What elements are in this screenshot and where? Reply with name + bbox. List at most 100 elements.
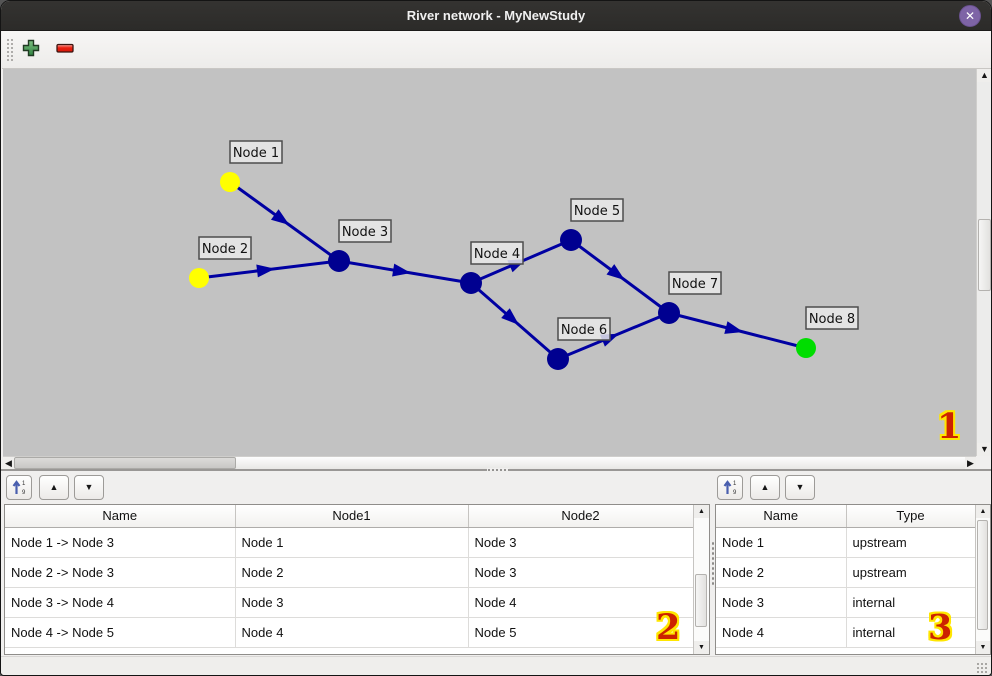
down-triangle-icon: ▼ (795, 482, 805, 492)
table-cell[interactable]: internal (846, 617, 976, 648)
graph-node-node-1[interactable] (220, 172, 240, 192)
table-cell[interactable]: Node 3 -> Node 4 (5, 587, 236, 618)
table-cell[interactable]: Node 3 (235, 587, 469, 618)
graph-node-node-5[interactable] (560, 229, 582, 251)
nodes-table-scrollbar[interactable]: ▲ ▼ (975, 505, 990, 654)
nodes-move-up-button[interactable]: ▲ (750, 475, 780, 500)
node-label-box-node-7 (668, 271, 722, 295)
node-label-node-8: Node 8 (809, 312, 855, 327)
table-cell[interactable]: Node 1 (716, 527, 847, 558)
graph-node-node-6[interactable] (547, 348, 569, 370)
scroll-down-icon[interactable]: ▼ (977, 443, 991, 456)
table-cell[interactable]: upstream (846, 557, 976, 588)
column-header-name[interactable]: Name (716, 505, 847, 528)
column-header-node1[interactable]: Node1 (235, 505, 469, 528)
table-cell[interactable]: Node 3 (468, 527, 694, 558)
column-header-type[interactable]: Type (846, 505, 976, 528)
canvas-hscroll-thumb[interactable] (14, 457, 236, 469)
scroll-right-icon[interactable]: ▶ (965, 457, 976, 470)
table-cell[interactable]: Node 4 (235, 617, 469, 648)
nodes-scroll-thumb[interactable] (977, 520, 988, 630)
close-button[interactable]: ✕ (959, 5, 981, 27)
table-cell[interactable]: Node 2 -> Node 3 (5, 557, 236, 588)
svg-text:1: 1 (22, 481, 26, 487)
graph-node-node-8[interactable] (796, 338, 816, 358)
reaches-sort-button[interactable]: 1 9 (6, 475, 32, 500)
scroll-up-icon[interactable]: ▲ (694, 505, 709, 518)
edge-node-7-to-node-8 (668, 311, 807, 350)
annotation-2: 2 (656, 607, 681, 648)
node-label-box-node-4 (470, 241, 524, 265)
reaches-table-scrollbar[interactable]: ▲ ▼ (693, 505, 709, 654)
table-cell[interactable]: Node 4 -> Node 5 (5, 617, 236, 648)
annotation-1: 1 (937, 406, 962, 447)
main-toolbar (2, 31, 991, 69)
title-bar[interactable]: River network - MyNewStudy ✕ (1, 1, 991, 31)
resize-grip-icon[interactable] (976, 662, 989, 674)
scroll-left-icon[interactable]: ◀ (3, 457, 14, 470)
table-cell[interactable]: upstream (846, 527, 976, 558)
table-cell[interactable]: Node 3 (716, 587, 847, 618)
canvas-vscroll-thumb[interactable] (978, 219, 991, 291)
canvas-horizontal-scrollbar[interactable]: ◀ ▶ (3, 456, 976, 470)
graph-node-node-4[interactable] (460, 272, 482, 294)
scroll-up-icon[interactable]: ▲ (976, 505, 990, 518)
up-triangle-icon: ▲ (49, 482, 59, 492)
table-cell[interactable]: Node 2 (716, 557, 847, 588)
nodes-sort-button[interactable]: 1 9 (717, 475, 743, 500)
table-cell[interactable]: internal (846, 587, 976, 618)
node-label-node-1: Node 1 (233, 146, 279, 161)
horizontal-splitter[interactable] (1, 468, 991, 475)
node-label-box-node-8 (805, 306, 859, 330)
node-label-node-5: Node 5 (574, 204, 620, 219)
table-cell[interactable]: Node 4 (468, 587, 694, 618)
scroll-down-icon[interactable]: ▼ (976, 641, 990, 654)
table-cell[interactable]: Node 2 (235, 557, 469, 588)
node-label-box-node-5 (570, 198, 624, 222)
remove-node-button[interactable] (52, 37, 78, 63)
graph-node-node-2[interactable] (189, 268, 209, 288)
add-node-button[interactable] (18, 37, 44, 63)
table-cell[interactable]: Node 4 (716, 617, 847, 648)
table-cell[interactable]: Node 5 (468, 617, 694, 648)
table-splitter[interactable] (711, 541, 715, 585)
column-header-node2[interactable]: Node2 (468, 505, 694, 528)
svg-text:9: 9 (22, 490, 26, 495)
graph-node-node-3[interactable] (328, 250, 350, 272)
edge-node-2-to-node-3 (198, 259, 340, 280)
column-header-name[interactable]: Name (5, 505, 236, 528)
scroll-up-icon[interactable]: ▲ (977, 69, 991, 82)
edge-node-5-to-node-7 (570, 238, 670, 315)
edge-node-1-to-node-3 (229, 180, 340, 263)
canvas-vertical-scrollbar[interactable]: ▲ ▼ (976, 69, 991, 456)
sort-ascending-icon: 1 9 (723, 479, 738, 497)
scroll-down-icon[interactable]: ▼ (694, 641, 709, 654)
table-cell[interactable]: Node 1 (235, 527, 469, 558)
toolbar-drag-handle-icon[interactable] (6, 38, 13, 62)
table-cell[interactable]: Node 3 (468, 557, 694, 588)
node-label-node-2: Node 2 (202, 242, 248, 257)
svg-text:1: 1 (733, 481, 737, 487)
table-cell[interactable]: Node 1 -> Node 3 (5, 527, 236, 558)
node-label-box-node-2 (198, 236, 252, 260)
reaches-scroll-thumb[interactable] (695, 574, 707, 627)
reaches-move-down-button[interactable]: ▼ (74, 475, 104, 500)
node-label-box-node-1 (229, 140, 283, 164)
window-title: River network - MyNewStudy (406, 8, 586, 23)
graph-node-node-7[interactable] (658, 302, 680, 324)
node-label-box-node-3 (338, 219, 392, 243)
nodes-move-down-button[interactable]: ▼ (785, 475, 815, 500)
reaches-move-up-button[interactable]: ▲ (39, 475, 69, 500)
